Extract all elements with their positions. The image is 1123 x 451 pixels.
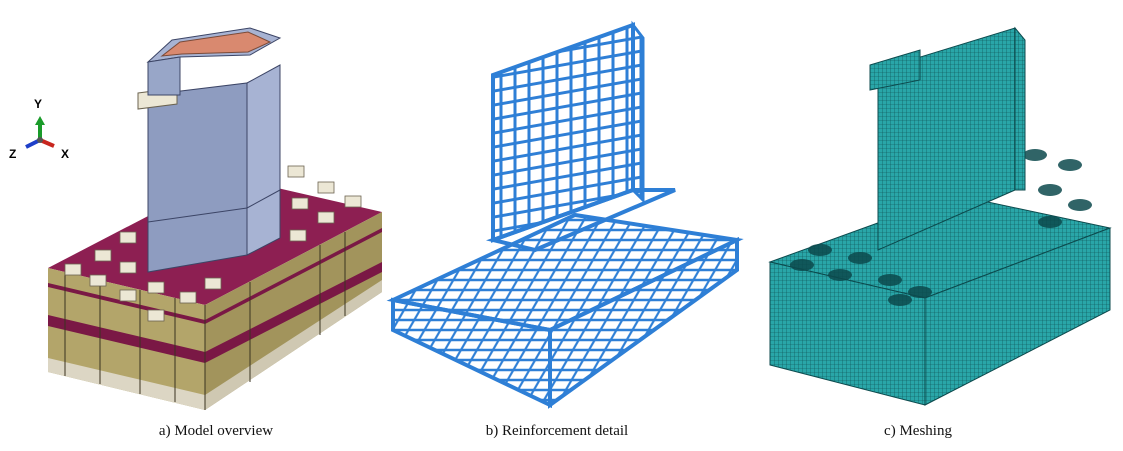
pier-front-face xyxy=(147,82,248,273)
pile-cap xyxy=(119,231,137,244)
pile-cap xyxy=(344,195,362,208)
mesh-pile-holes xyxy=(790,149,1092,306)
triad-origin xyxy=(37,137,43,143)
pile-hole xyxy=(908,286,932,298)
pile-hole xyxy=(828,269,852,281)
reinforcement-figure xyxy=(386,20,744,409)
model-overview-figure xyxy=(48,27,382,410)
y-axis-label: Y xyxy=(34,97,42,111)
pier-top-cap xyxy=(160,31,272,57)
bottom-band-side xyxy=(205,280,382,410)
pile-hole xyxy=(848,252,872,264)
pier-column xyxy=(137,27,282,273)
caption-meshing: c) Meshing xyxy=(884,423,952,439)
rebar-wall-side xyxy=(631,20,645,204)
pile-cap xyxy=(317,181,335,194)
pile-cap xyxy=(147,309,165,322)
axis-triad: Y Z X xyxy=(9,97,69,161)
x-axis-label: X xyxy=(61,147,69,161)
foundation-edge-lines xyxy=(64,232,346,410)
mesh-wall-side xyxy=(1014,26,1026,191)
pile-cap xyxy=(119,289,137,302)
z-axis-label: Z xyxy=(9,147,16,161)
foundation-block xyxy=(48,176,382,410)
pile-hole xyxy=(1068,199,1092,211)
pile-cap xyxy=(64,263,82,276)
magenta-band-side xyxy=(205,262,382,363)
pile-cap xyxy=(287,165,305,178)
pile-hole xyxy=(1038,184,1062,196)
magenta-band-front xyxy=(48,315,205,363)
caption-model-overview: a) Model overview xyxy=(158,423,274,439)
pile-cap xyxy=(179,291,197,304)
pile-cap xyxy=(291,197,309,210)
pile-caps xyxy=(64,165,362,322)
pile-hole xyxy=(878,274,902,286)
pile-hole xyxy=(808,244,832,256)
pile-hole xyxy=(1038,216,1062,228)
pier-upper-front xyxy=(147,56,181,96)
magenta-strip-side xyxy=(205,228,382,324)
meshing-figure xyxy=(768,26,1112,406)
pier-side-face xyxy=(246,64,281,256)
mesh-wall-bracket xyxy=(869,49,921,91)
meshed-model xyxy=(768,26,1112,406)
pile-hole xyxy=(888,294,912,306)
y-arrow-head xyxy=(35,116,45,125)
pile-cap xyxy=(147,281,165,294)
pile-cap xyxy=(204,277,222,290)
mesh-base-side xyxy=(924,227,1111,406)
magenta-strip-front xyxy=(48,283,205,324)
pile-cap xyxy=(317,211,335,224)
pile-cap xyxy=(119,261,137,274)
pile-cap xyxy=(94,249,112,262)
pile-hole xyxy=(1023,149,1047,161)
pile-hole xyxy=(1058,159,1082,171)
rebar-base-side xyxy=(548,236,739,409)
rebar-cage xyxy=(386,20,744,409)
rebar-wall-base-joint xyxy=(485,188,676,253)
caption-reinforcement-detail: b) Reinforcement detail xyxy=(485,423,629,439)
rebar-wall-front xyxy=(491,22,635,243)
pier-joint-line xyxy=(147,207,248,223)
pier-joint-line-side xyxy=(246,189,281,209)
pile-cap xyxy=(89,274,107,287)
pile-cap xyxy=(289,229,307,242)
pile-hole xyxy=(790,259,814,271)
bottom-band-front xyxy=(48,358,205,410)
